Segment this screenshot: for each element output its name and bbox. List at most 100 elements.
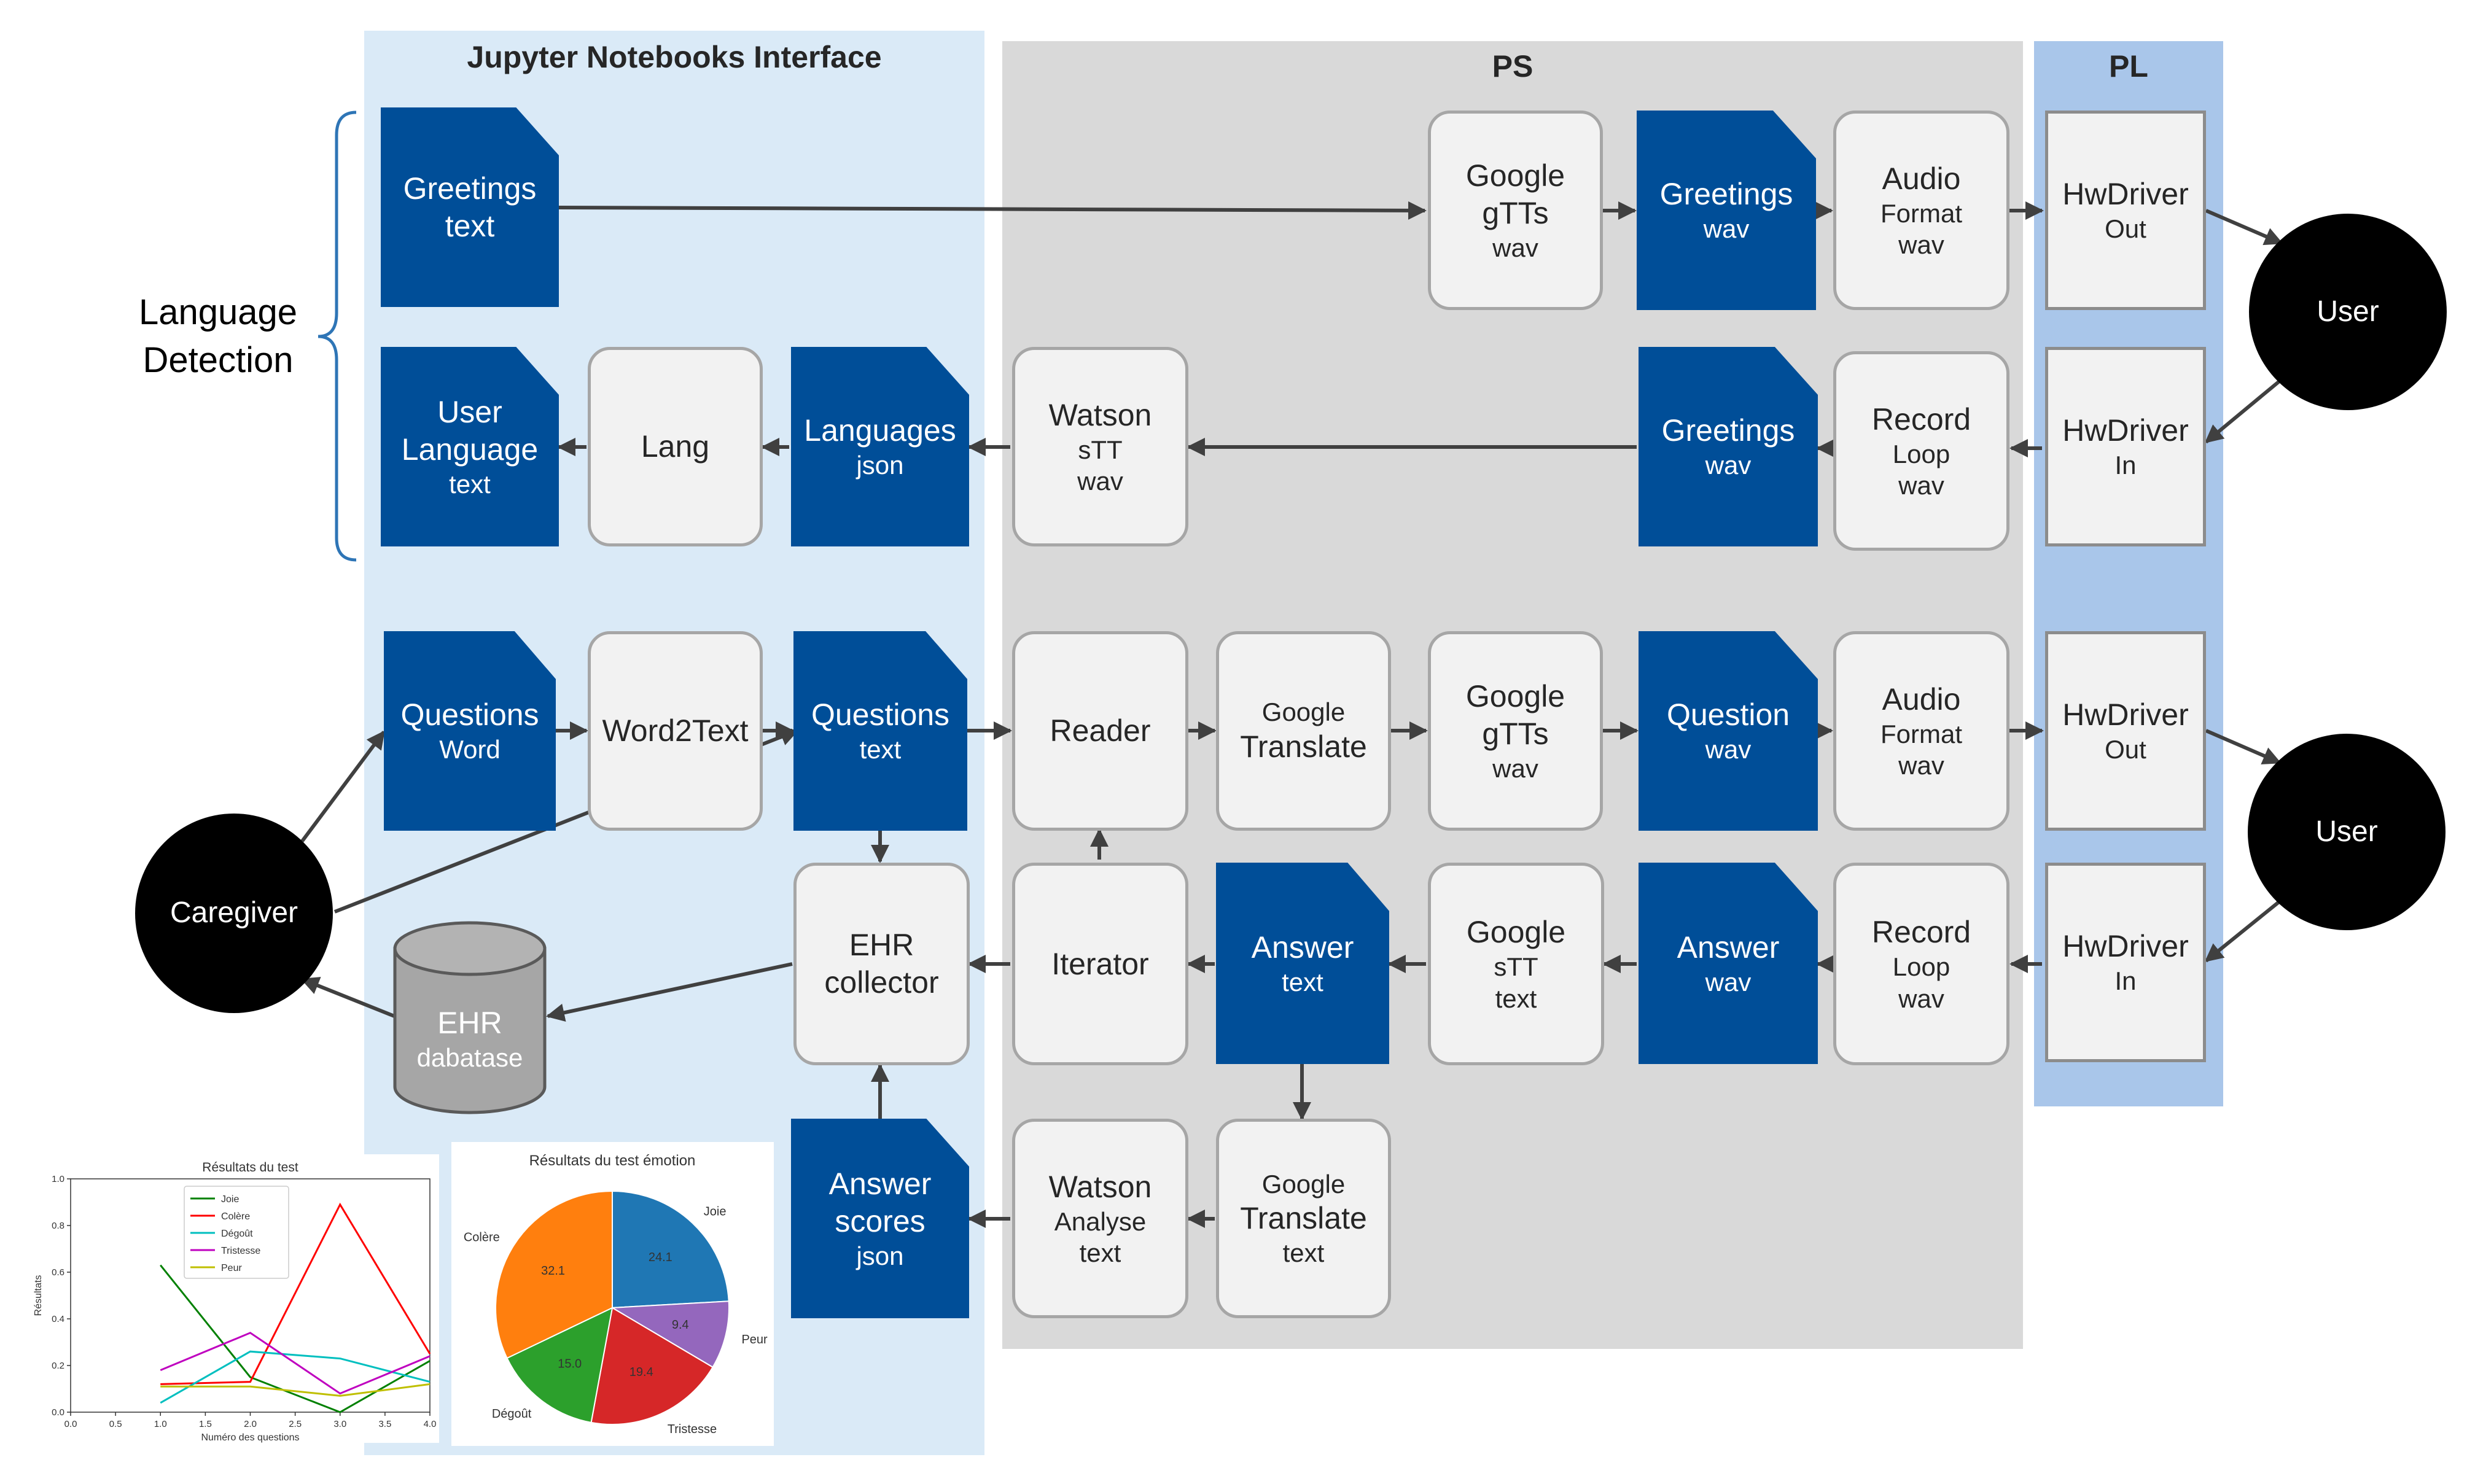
answer-wav-main: Answer (1677, 930, 1780, 965)
pie-category-label: Dégoût (492, 1407, 532, 1421)
google-gtts-2-main2: gTTs (1482, 716, 1549, 751)
caregiver-actor: Caregiver (135, 814, 333, 1013)
google-translate-2-sub2: text (1282, 1238, 1325, 1267)
answer-text-sub: text (1282, 967, 1323, 996)
record-loop-1-sub: Loop (1892, 439, 1951, 468)
google-gtts-2-sub: wav (1492, 753, 1538, 783)
hwdriver-in-2-sub: In (2114, 966, 2137, 996)
pie-slice-joie (612, 1190, 730, 1309)
series-line-dégoût (160, 1350, 431, 1404)
y-tick-label: 1.0 (52, 1174, 64, 1184)
user-language-doc: User Language text (381, 347, 559, 546)
user-2-label: User (2315, 815, 2378, 848)
google-translate-2-sub: Google (1261, 1169, 1346, 1198)
pie-category-label: Colère (464, 1231, 500, 1245)
greetings-wav-2-doc: Greetings wav (1639, 347, 1818, 546)
google-translate-2: Google Translate text (1216, 1119, 1391, 1318)
record-loop-2: Record Loop wav (1833, 863, 2009, 1065)
google-gtts-1-main2: gTTs (1482, 195, 1549, 230)
y-tick-label: 0.2 (52, 1361, 64, 1371)
answer-scores-sub: json (856, 1241, 904, 1270)
pie-value-label: 19.4 (629, 1366, 653, 1379)
pie-value-label: 15.0 (558, 1358, 582, 1371)
ehr-collector-main: EHR (849, 928, 914, 962)
answer-scores-main: Answer (828, 1166, 932, 1201)
pie-value-label: 24.1 (649, 1251, 672, 1264)
audio-format-2: Audio Format wav (1833, 631, 2009, 831)
user-1-label: User (2317, 295, 2379, 328)
greetings-wav-2-sub: wav (1705, 451, 1752, 480)
hwdriver-in-1: HwDriver In (2045, 347, 2206, 546)
questions-word-sub: Word (439, 735, 501, 764)
google-translate-2-main: Translate (1240, 1201, 1367, 1235)
pie-category-label: Joie (704, 1205, 727, 1219)
greetings-wav-1-sub: wav (1703, 214, 1750, 244)
pie-slice-peur (610, 1300, 730, 1369)
hwdriver-out-2-sub: Out (2105, 735, 2146, 764)
answer-text-doc: Answer text (1216, 863, 1389, 1064)
question-wav-main: Question (1666, 697, 1790, 732)
x-tick-label: 1.0 (154, 1419, 167, 1429)
watson-stt-sub2: wav (1077, 467, 1123, 495)
y-tick-label: 0.6 (52, 1267, 64, 1278)
pie-value-label: 32.1 (541, 1264, 565, 1278)
google-gtts-2: Google gTTs wav (1428, 631, 1603, 831)
answer-wav-sub: wav (1705, 967, 1752, 996)
y-tick-label: 0.0 (52, 1407, 64, 1418)
series-line-joie (160, 1264, 431, 1413)
google-stt-sub: sTT (1494, 952, 1538, 982)
line-chart-series (160, 1202, 431, 1413)
legend-label: Tristesse (221, 1246, 260, 1256)
legend-label: Peur (221, 1263, 242, 1273)
record-loop-2-sub2: wav (1898, 984, 1944, 1013)
iterator-main: Iterator (1051, 946, 1149, 981)
audio-format-1-main: Audio (1882, 161, 1961, 196)
audio-format-2-sub2: wav (1898, 751, 1944, 780)
questions-text-sub: text (859, 735, 902, 764)
watson-analyse-sub: Analyse (1054, 1206, 1147, 1236)
legend-label: Joie (221, 1194, 239, 1205)
language-detection-text: Language Detection (138, 292, 298, 381)
hwdriver-in-2: HwDriver In (2045, 863, 2206, 1062)
hwdriver-out-1-main: HwDriver (2062, 177, 2189, 212)
google-stt-sub2: text (1495, 984, 1537, 1013)
y-tick-label: 0.8 (52, 1221, 64, 1231)
google-gtts-1: Google gTTs wav (1428, 111, 1603, 310)
y-tick-label: 0.4 (52, 1314, 64, 1324)
hwdriver-out-1: HwDriver Out (2045, 111, 2206, 310)
pie-category-label: Peur (741, 1333, 768, 1346)
legend-box (184, 1186, 289, 1279)
questions-word-doc: Questions Word (384, 631, 556, 831)
x-tick-label: 4.0 (424, 1419, 437, 1429)
answer-wav-doc: Answer wav (1639, 863, 1818, 1064)
hwdriver-in-1-main: HwDriver (2062, 413, 2189, 448)
record-loop-2-sub: Loop (1892, 952, 1951, 982)
series-line-tristesse (160, 1332, 431, 1395)
ehr-db-main: EHR (437, 1006, 502, 1041)
reader-process: Reader (1012, 631, 1188, 831)
audio-format-1: Audio Format wav (1833, 111, 2009, 310)
x-tick-label: 1.5 (199, 1419, 212, 1429)
audio-format-1-sub: Format (1880, 198, 1962, 228)
answer-scores-doc: Answer scores json (791, 1119, 969, 1318)
pie-value-label: 9.4 (672, 1318, 689, 1332)
hwdriver-in-1-sub: In (2114, 451, 2137, 480)
record-loop-1-sub2: wav (1898, 471, 1944, 500)
pie-slice-dégoût (506, 1307, 614, 1424)
series-line-peur (160, 1383, 431, 1397)
languages-json-main: Languages (804, 413, 956, 448)
x-tick-label: 3.5 (378, 1419, 391, 1429)
user-language-main: User (437, 394, 502, 429)
questions-text-doc: Questions text (793, 631, 967, 831)
line-chart-ylabel: Résultats (33, 1275, 44, 1316)
pl-region-title: PL (2109, 49, 2148, 84)
watson-stt: Watson sTT wav (1012, 347, 1188, 546)
greetings-wav-1-main: Greetings (1659, 177, 1793, 212)
database-cylinder-icon (393, 921, 547, 1114)
ps-region-title: PS (1492, 49, 1534, 84)
pie-chart: Résultats du test émotion24.1Joie9.4Peur… (464, 1152, 768, 1436)
pie-slice-tristesse (590, 1307, 714, 1425)
language-detection-label: Language Detection (117, 289, 319, 385)
